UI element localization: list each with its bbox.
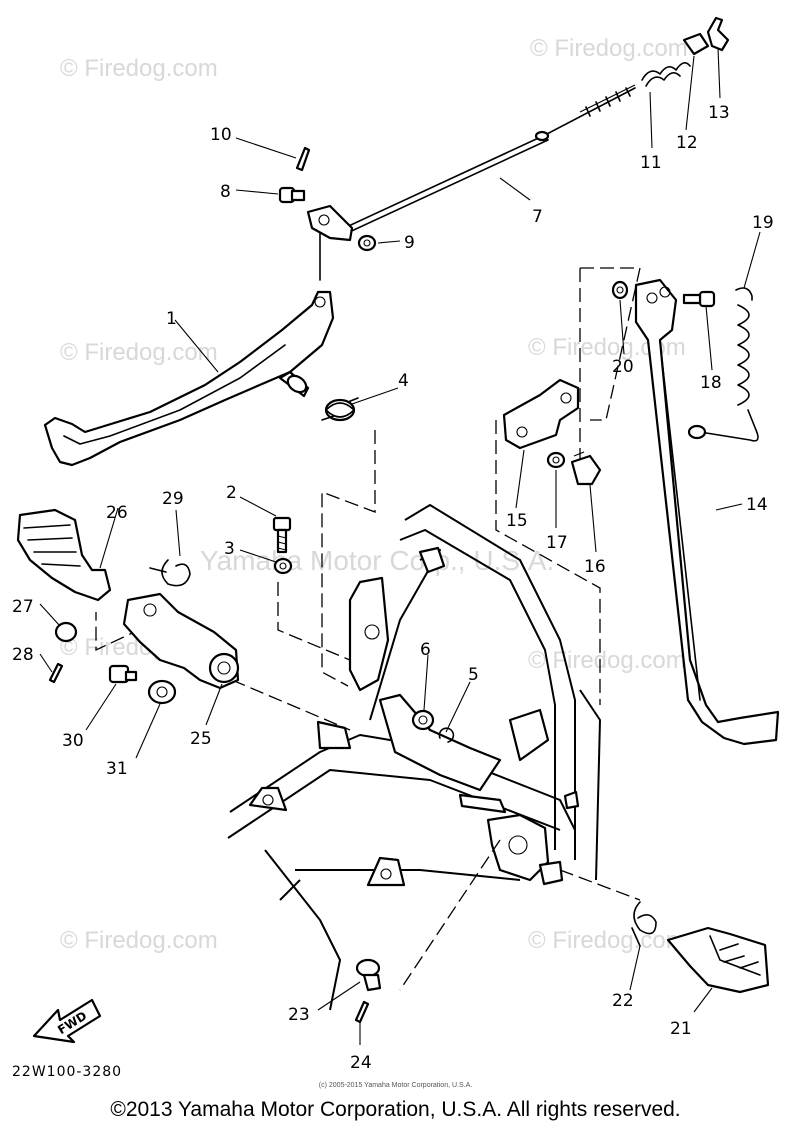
footrest-pin-cotter [354, 958, 382, 1024]
part-number: 20 [612, 357, 634, 377]
part-number: 23 [288, 1005, 310, 1025]
watermark: © Firedog.com [60, 927, 218, 954]
stand-bracket [502, 378, 602, 486]
part-number: 31 [106, 759, 128, 779]
washers-5-6 [411, 709, 455, 743]
watermark: © Firedog.com [60, 55, 218, 82]
part-number: 30 [62, 731, 84, 751]
part-number-labels: 1 2 3 4 5 6 7 8 9 10 11 12 13 14 15 16 1… [12, 103, 774, 1073]
part-number: 22 [612, 991, 634, 1011]
center-watermark: Yamaha Motor Corp., U.S.A. [200, 545, 554, 576]
part-number: 17 [546, 533, 568, 553]
part-number: 25 [190, 729, 212, 749]
watermark: © Firedog.com [528, 927, 686, 954]
part-number: 26 [106, 503, 128, 523]
watermark-layer: © Firedog.com © Firedog.com © Firedog.co… [60, 35, 688, 954]
clevis-pin-nut-cotter [278, 146, 377, 252]
right-footrest [631, 901, 770, 994]
fwd-arrow: FWD [32, 998, 102, 1044]
part-number: 28 [12, 645, 34, 665]
part-number: 9 [404, 233, 415, 253]
part-number: 1 [166, 309, 177, 329]
part-number: 3 [224, 539, 235, 559]
part-number: 5 [468, 665, 479, 685]
brake-pedal [43, 290, 335, 467]
part-number: 11 [640, 153, 662, 173]
part-number: 10 [210, 125, 232, 145]
side-stand [634, 278, 780, 746]
part-number: 29 [162, 489, 184, 509]
part-number: 14 [746, 495, 768, 515]
copyright-footer: ©2013 Yamaha Motor Corporation, U.S.A. A… [110, 1098, 681, 1121]
part-number: 18 [700, 373, 722, 393]
pedal-return-spring [321, 397, 359, 422]
watermark: © Firedog.com [528, 647, 686, 674]
part-number: 4 [398, 371, 409, 391]
leader-lines [95, 227, 641, 991]
part-number: 8 [220, 182, 231, 202]
part-number: 6 [420, 640, 431, 660]
brake-rod [306, 84, 636, 242]
watermark: © Firedog.com [530, 35, 688, 62]
part-number: 12 [676, 133, 698, 153]
watermark: © Firedog.com [60, 339, 218, 366]
callout-pointers [39, 47, 761, 1045]
part-number: 24 [350, 1053, 372, 1073]
small-copyright: (c) 2005-2015 Yamaha Motor Corporation, … [318, 1082, 473, 1089]
part-number: 21 [670, 1019, 692, 1039]
bolt-and-washer [272, 516, 293, 575]
part-number: 13 [708, 103, 730, 123]
rod-spring-adjuster [641, 16, 730, 87]
part-number: 15 [506, 511, 528, 531]
frame-chassis [227, 504, 601, 1011]
part-number: 27 [12, 597, 34, 617]
part-number: 7 [532, 207, 543, 227]
diagram-code: 22W100-3280 [12, 1064, 123, 1080]
part-number: 2 [226, 483, 237, 503]
part-number: 16 [584, 557, 606, 577]
stand-bolt-spring-nut [611, 280, 759, 442]
part-number: 19 [752, 213, 774, 233]
left-footrest-assembly [16, 508, 240, 705]
